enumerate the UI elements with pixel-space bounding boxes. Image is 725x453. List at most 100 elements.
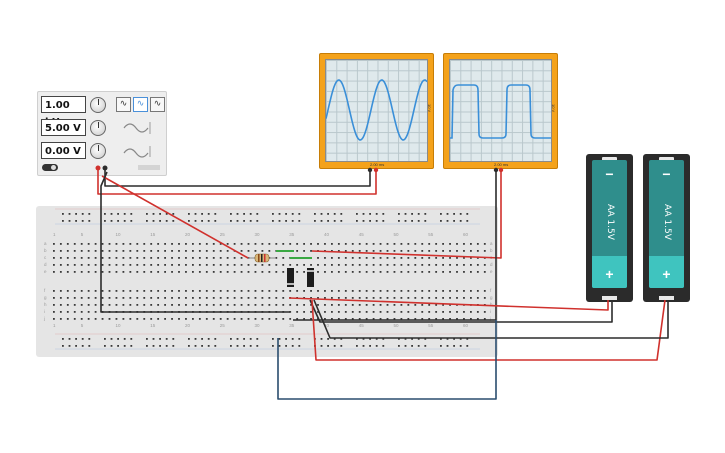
breadboard-hole[interactable] (201, 213, 203, 215)
breadboard-hole[interactable] (400, 264, 403, 266)
breadboard-hole[interactable] (459, 220, 462, 222)
breadboard-hole[interactable] (240, 264, 243, 266)
breadboard-hole[interactable] (172, 220, 175, 222)
breadboard-hole[interactable] (282, 290, 285, 292)
breadboard-hole[interactable] (212, 257, 215, 259)
breadboard-hole[interactable] (375, 220, 378, 222)
breadboard-hole[interactable] (80, 243, 83, 245)
breadboard-hole[interactable] (435, 250, 438, 252)
breadboard-hole[interactable] (122, 243, 125, 245)
sine-wave-button[interactable]: ∿ (133, 97, 148, 112)
breadboard-hole[interactable] (291, 220, 294, 222)
breadboard-hole[interactable] (440, 213, 442, 215)
breadboard-hole[interactable] (129, 250, 132, 252)
breadboard-hole[interactable] (303, 290, 305, 292)
breadboard-hole[interactable] (407, 311, 410, 313)
breadboard-hole[interactable] (303, 304, 305, 306)
breadboard-hole[interactable] (379, 311, 382, 313)
breadboard-hole[interactable] (386, 243, 389, 245)
breadboard-hole[interactable] (53, 257, 55, 259)
breadboard-hole[interactable] (75, 345, 77, 347)
breadboard-hole[interactable] (247, 264, 250, 266)
breadboard-hole[interactable] (337, 243, 340, 245)
breadboard-hole[interactable] (463, 290, 465, 292)
breadboard-hole[interactable] (449, 297, 451, 299)
breadboard-hole[interactable] (428, 264, 431, 266)
breadboard-hole[interactable] (351, 250, 354, 252)
breadboard-hole[interactable] (53, 311, 55, 313)
breadboard-hole[interactable] (230, 345, 232, 347)
breadboard-hole[interactable] (185, 264, 187, 266)
breadboard-hole[interactable] (240, 271, 243, 273)
breadboard-hole[interactable] (188, 338, 190, 340)
breadboard-hole[interactable] (150, 243, 153, 245)
breadboard-hole[interactable] (185, 304, 187, 306)
breadboard-hole[interactable] (261, 243, 264, 245)
breadboard-hole[interactable] (66, 304, 69, 306)
breadboard-hole[interactable] (87, 290, 90, 292)
breadboard-hole[interactable] (136, 264, 139, 266)
diode-2[interactable] (307, 268, 314, 287)
breadboard-hole[interactable] (365, 264, 368, 266)
breadboard-hole[interactable] (275, 271, 278, 273)
breadboard-hole[interactable] (400, 243, 403, 245)
breadboard-hole[interactable] (331, 318, 333, 320)
breadboard-hole[interactable] (178, 243, 180, 245)
breadboard-hole[interactable] (165, 338, 168, 340)
breadboard-hole[interactable] (435, 264, 438, 266)
breadboard-hole[interactable] (247, 297, 250, 299)
breadboard-hole[interactable] (456, 297, 458, 299)
breadboard-hole[interactable] (414, 318, 417, 320)
breadboard-hole[interactable] (136, 271, 139, 273)
breadboard-hole[interactable] (143, 318, 146, 320)
breadboard-hole[interactable] (122, 271, 125, 273)
breadboard-hole[interactable] (296, 311, 299, 313)
fg-negative-terminal[interactable] (102, 165, 108, 171)
breadboard-hole[interactable] (185, 243, 187, 245)
breadboard-hole[interactable] (104, 213, 106, 215)
wire-fg-to-scope1-black[interactable] (104, 170, 371, 187)
breadboard-hole[interactable] (379, 297, 382, 299)
breadboard-hole[interactable] (386, 250, 389, 252)
breadboard-hole[interactable] (205, 304, 208, 306)
breadboard-hole[interactable] (268, 290, 271, 292)
breadboard-hole[interactable] (66, 318, 69, 320)
breadboard-hole[interactable] (88, 345, 91, 347)
breadboard-hole[interactable] (247, 271, 250, 273)
breadboard-hole[interactable] (275, 318, 278, 320)
breadboard-hole[interactable] (73, 243, 76, 245)
breadboard-hole[interactable] (337, 271, 340, 273)
breadboard-hole[interactable] (254, 250, 257, 252)
breadboard-hole[interactable] (59, 257, 62, 259)
breadboard-hole[interactable] (314, 213, 316, 215)
breadboard-hole[interactable] (212, 250, 215, 252)
breadboard-hole[interactable] (198, 264, 201, 266)
breadboard-hole[interactable] (466, 220, 469, 222)
breadboard-hole[interactable] (129, 290, 132, 292)
breadboard-hole[interactable] (435, 271, 438, 273)
breadboard-hole[interactable] (80, 304, 83, 306)
breadboard-hole[interactable] (68, 338, 71, 340)
breadboard-hole[interactable] (261, 250, 264, 252)
breadboard-hole[interactable] (214, 345, 217, 347)
breadboard-hole[interactable] (212, 271, 215, 273)
breadboard-hole[interactable] (351, 311, 354, 313)
breadboard-hole[interactable] (407, 250, 410, 252)
breadboard-hole[interactable] (59, 271, 62, 273)
breadboard-hole[interactable] (463, 318, 465, 320)
breadboard-hole[interactable] (243, 220, 245, 222)
breadboard-hole[interactable] (256, 213, 259, 215)
wire-fg-ground-black[interactable] (100, 171, 290, 313)
breadboard-hole[interactable] (249, 213, 252, 215)
breadboard-hole[interactable] (157, 271, 160, 273)
breadboard-hole[interactable] (365, 311, 368, 313)
breadboard-hole[interactable] (435, 243, 438, 245)
breadboard-hole[interactable] (240, 304, 243, 306)
breadboard-hole[interactable] (275, 290, 278, 292)
breadboard-hole[interactable] (393, 243, 396, 245)
breadboard-hole[interactable] (476, 297, 479, 299)
breadboard-hole[interactable] (356, 345, 358, 347)
breadboard-hole[interactable] (324, 304, 326, 306)
breadboard-hole[interactable] (268, 271, 271, 273)
breadboard-hole[interactable] (365, 290, 368, 292)
